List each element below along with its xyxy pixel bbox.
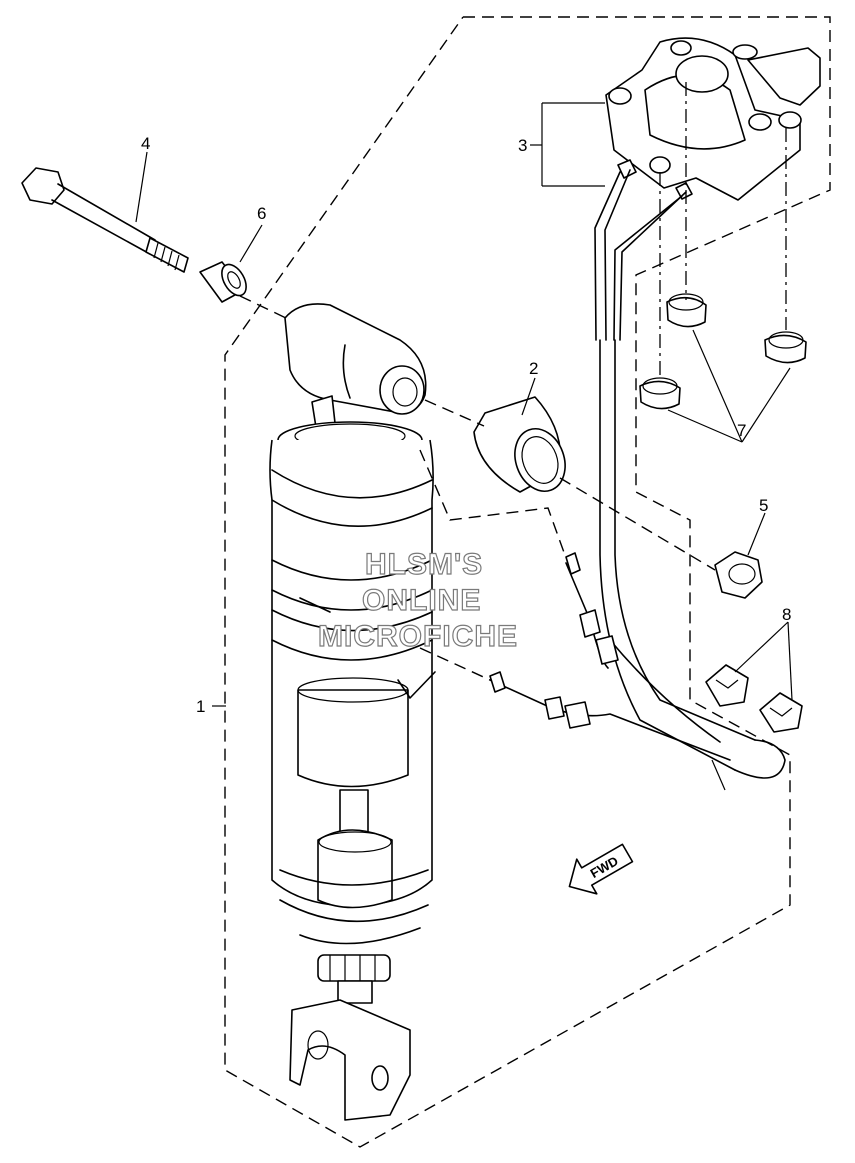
callout-1: 1 — [196, 697, 205, 716]
remote-reservoir-adjuster — [605, 37, 821, 201]
assembly-centerlines — [239, 82, 787, 681]
callout-8: 8 — [782, 605, 791, 624]
grommets — [639, 293, 807, 410]
fwd-direction-marker: FWD — [568, 843, 634, 895]
callout-4: 4 — [141, 134, 150, 153]
watermark: HLSM'S ONLINE MICROFICHE — [317, 547, 518, 653]
shock-absorber — [269, 303, 436, 1121]
damper-cylinder — [297, 689, 409, 788]
callout-5: 5 — [759, 496, 768, 515]
leader-lines — [135, 102, 793, 707]
assembly-boundary — [224, 16, 831, 1148]
lower-clevis — [289, 999, 411, 1121]
nut — [714, 551, 763, 599]
adjuster-cables — [489, 552, 731, 761]
clips — [705, 664, 803, 733]
lower-adjuster — [317, 954, 391, 982]
callout-6: 6 — [257, 204, 266, 223]
callout-2: 2 — [529, 359, 538, 378]
bump-rubber — [317, 829, 393, 909]
coil-spring — [271, 469, 436, 699]
reservoir-hoses — [594, 169, 786, 791]
bushing — [473, 396, 566, 493]
callout-7: 7 — [737, 421, 746, 440]
watermark-line-2: ONLINE — [362, 584, 481, 617]
collar — [199, 261, 247, 303]
callout-labels: 1 2 3 4 5 6 7 8 — [141, 134, 791, 716]
watermark-line-3: MICROFICHE — [318, 620, 518, 653]
callout-3: 3 — [518, 136, 527, 155]
bolt — [21, 167, 189, 273]
watermark-line-1: HLSM'S — [365, 548, 483, 581]
adjuster-dome — [675, 55, 729, 93]
clevis-bolt-hole — [371, 1065, 389, 1091]
